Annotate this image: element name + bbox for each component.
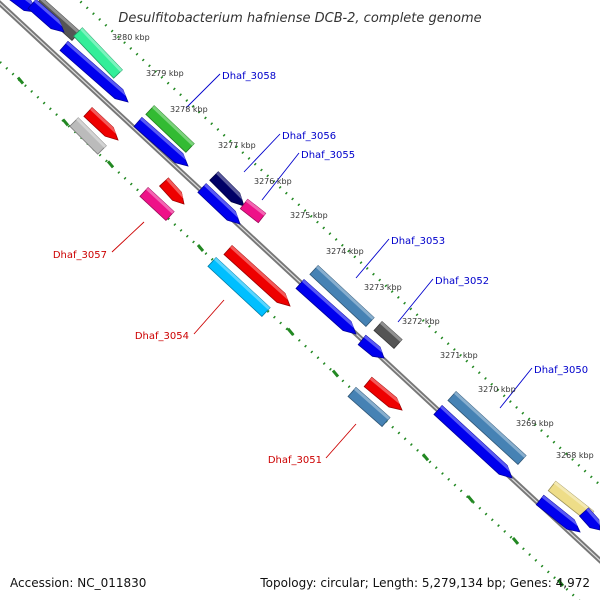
topology-text: Topology: circular; Length: 5,279,134 bp… [259,576,590,590]
gene-label: Dhaf_3052 [435,276,489,287]
major-tick [106,160,115,169]
major-tick [421,453,430,462]
gene-magenta-feature [139,187,175,221]
major-tick [286,327,295,336]
kbp-label: 3278 kbp [170,105,208,114]
gene-magenta-feature [239,198,267,224]
major-tick [196,244,205,252]
gene-red-feature [223,244,291,307]
label-leader-line [397,278,434,323]
gene-blue-feature [357,334,385,359]
gene-labels: Dhaf_3058Dhaf_3056Dhaf_3055Dhaf_3053Dhaf… [53,71,588,466]
gene-blue-feature [197,183,241,225]
gene-cyan-feature [207,257,271,317]
kbp-label: 3279 kbp [146,69,184,78]
gene-red-feature [363,376,403,411]
genome-title: Desulfitobacterium hafniense DCB-2, comp… [118,11,481,26]
gene-red-feature [158,177,185,205]
major-tick [16,76,25,85]
gene-blue-feature [27,0,65,33]
kbp-label: 3275 kbp [290,211,328,220]
label-leader-line [261,152,300,201]
gene-navy-feature [209,171,245,207]
major-tick [556,578,565,587]
gene-springgreen-feature [73,27,123,79]
gene-blue-feature [433,405,513,479]
kbp-labels: 3280 kbp 3279 kbp 3278 kbp 3277 kbp 3276 kbp… [112,33,594,460]
label-leader-line [325,423,357,459]
kbp-label: 3276 kbp [254,177,292,186]
gene-label: Dhaf_3056 [282,131,336,142]
kbp-label: 3268 kbp [556,451,594,460]
gene-green-feature [145,105,195,153]
label-leader-line [193,299,225,335]
gene-label: Dhaf_3054 [135,331,189,342]
gene-features [7,0,600,533]
kbp-label: 3269 kbp [516,419,554,428]
label-leader-line [111,221,145,253]
gene-blue-feature [295,278,357,335]
kbp-label: 3277 kbp [218,141,256,150]
major-tick [61,118,70,127]
major-tick [511,536,520,545]
major-tick [466,495,475,504]
gene-blue-feature [7,0,37,13]
gene-red-feature [83,107,119,141]
kbp-label: 3270 kbp [478,385,516,394]
gene-steelblue-feature [309,265,375,327]
label-leaders [111,73,533,459]
gene-label: Dhaf_3050 [534,365,588,376]
gene-blue-feature [59,40,129,103]
gene-blue-feature [535,494,581,533]
kbp-label: 3280 kbp [112,33,150,42]
kbp-label: 3274 kbp [326,247,364,256]
backbone [0,0,600,564]
gene-label: Dhaf_3058 [222,71,276,82]
gene-gray-feature [373,320,403,350]
label-leader-line [243,133,281,173]
gene-label: Dhaf_3051 [268,455,322,466]
backbone-line [0,0,600,564]
label-leader-line [185,73,221,109]
inner-tick-track [0,61,581,600]
kbp-label: 3271 kbp [440,351,478,360]
gene-lightgray-feature [69,117,107,155]
major-tick [331,369,340,378]
gene-steelblue-feature [347,386,391,428]
gene-blue-feature [133,116,189,167]
gene-blue-feature [578,507,600,531]
gene-steelblue-feature [447,391,527,465]
gene-label: Dhaf_3053 [391,236,445,247]
accession-text: Accession: NC_011830 [10,576,146,590]
kbp-label: 3273 kbp [364,283,402,292]
gene-label: Dhaf_3055 [301,150,355,161]
gene-label: Dhaf_3057 [53,250,107,261]
label-leader-line [355,238,390,279]
label-leader-line [499,367,533,409]
kbp-label: 3272 kbp [402,317,440,326]
